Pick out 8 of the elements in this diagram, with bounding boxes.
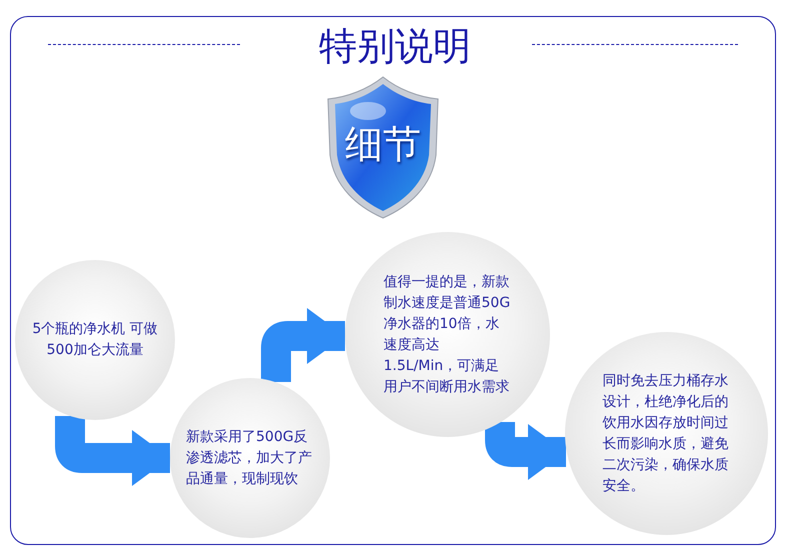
title: 特别说明 — [319, 24, 471, 68]
arrow — [485, 422, 566, 480]
description-text: 新款采用了500G反渗透滤芯，加大了产品通量，现制现饮 — [186, 428, 313, 488]
description-text: 同时免去压力桶存水设计，杜绝净化后的饮用水因存放时间过长而影响水质，避免二次污染，确保水质安全。 — [602, 372, 730, 496]
badge-label: 细节 — [345, 121, 421, 168]
description-text: 5个瓶的净水机 可做500加仑大流量 — [31, 320, 159, 360]
arrow — [55, 416, 170, 486]
description-text: 值得一提的是，新款制水速度是普通50G净水器的10倍，水速度高达1.5L/Min，可满足用户不间断用水需求 — [384, 272, 512, 396]
